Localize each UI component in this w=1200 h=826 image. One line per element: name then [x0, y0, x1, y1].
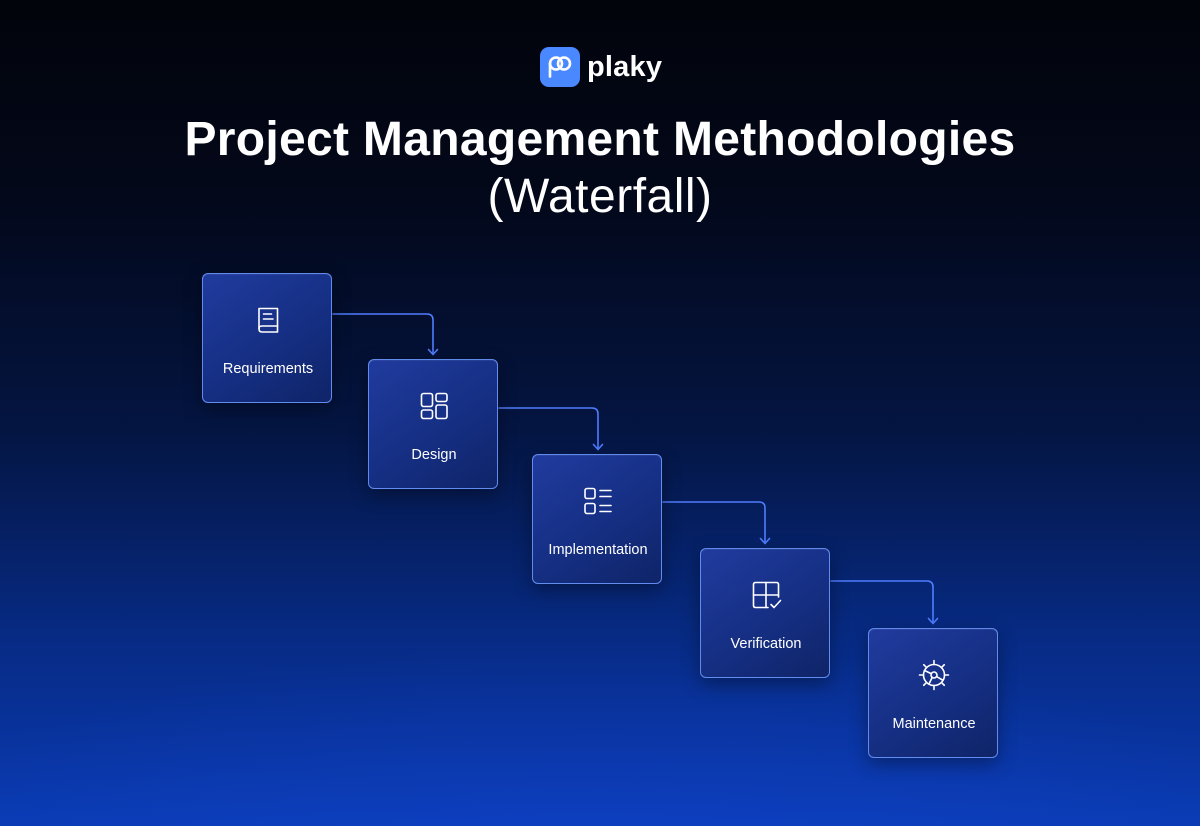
step-design: Design [368, 359, 498, 489]
connector-verification-maintenance [830, 580, 934, 624]
arrowhead-implementation-icon [592, 443, 604, 451]
checklist-icon [582, 485, 614, 517]
brand-name: plaky [587, 51, 663, 83]
step-label: Implementation [548, 542, 648, 558]
connector-design-implementation [498, 407, 599, 450]
step-label: Verification [730, 636, 802, 652]
book-icon [252, 304, 284, 336]
layout-grid-icon [418, 390, 450, 422]
arrowhead-maintenance-icon [927, 617, 939, 625]
grid-check-icon [750, 579, 782, 611]
connector-implementation-verification [662, 501, 766, 544]
step-label: Requirements [222, 361, 314, 377]
page-subtitle: (Waterfall) [487, 170, 713, 223]
step-implementation: Implementation [532, 454, 662, 584]
step-label: Design [411, 447, 457, 463]
plaky-logo-icon [540, 47, 580, 87]
brand-logo: plaky [540, 47, 662, 87]
gear-icon [918, 659, 950, 691]
step-requirements: Requirements [202, 273, 332, 403]
step-verification: Verification [700, 548, 830, 678]
step-label: Maintenance [892, 716, 976, 732]
connector-requirements-design [332, 313, 434, 355]
arrowhead-verification-icon [759, 537, 771, 545]
step-maintenance: Maintenance [868, 628, 998, 758]
page-title: Project Management Methodologies [184, 113, 1016, 166]
arrowhead-design-icon [427, 348, 439, 356]
